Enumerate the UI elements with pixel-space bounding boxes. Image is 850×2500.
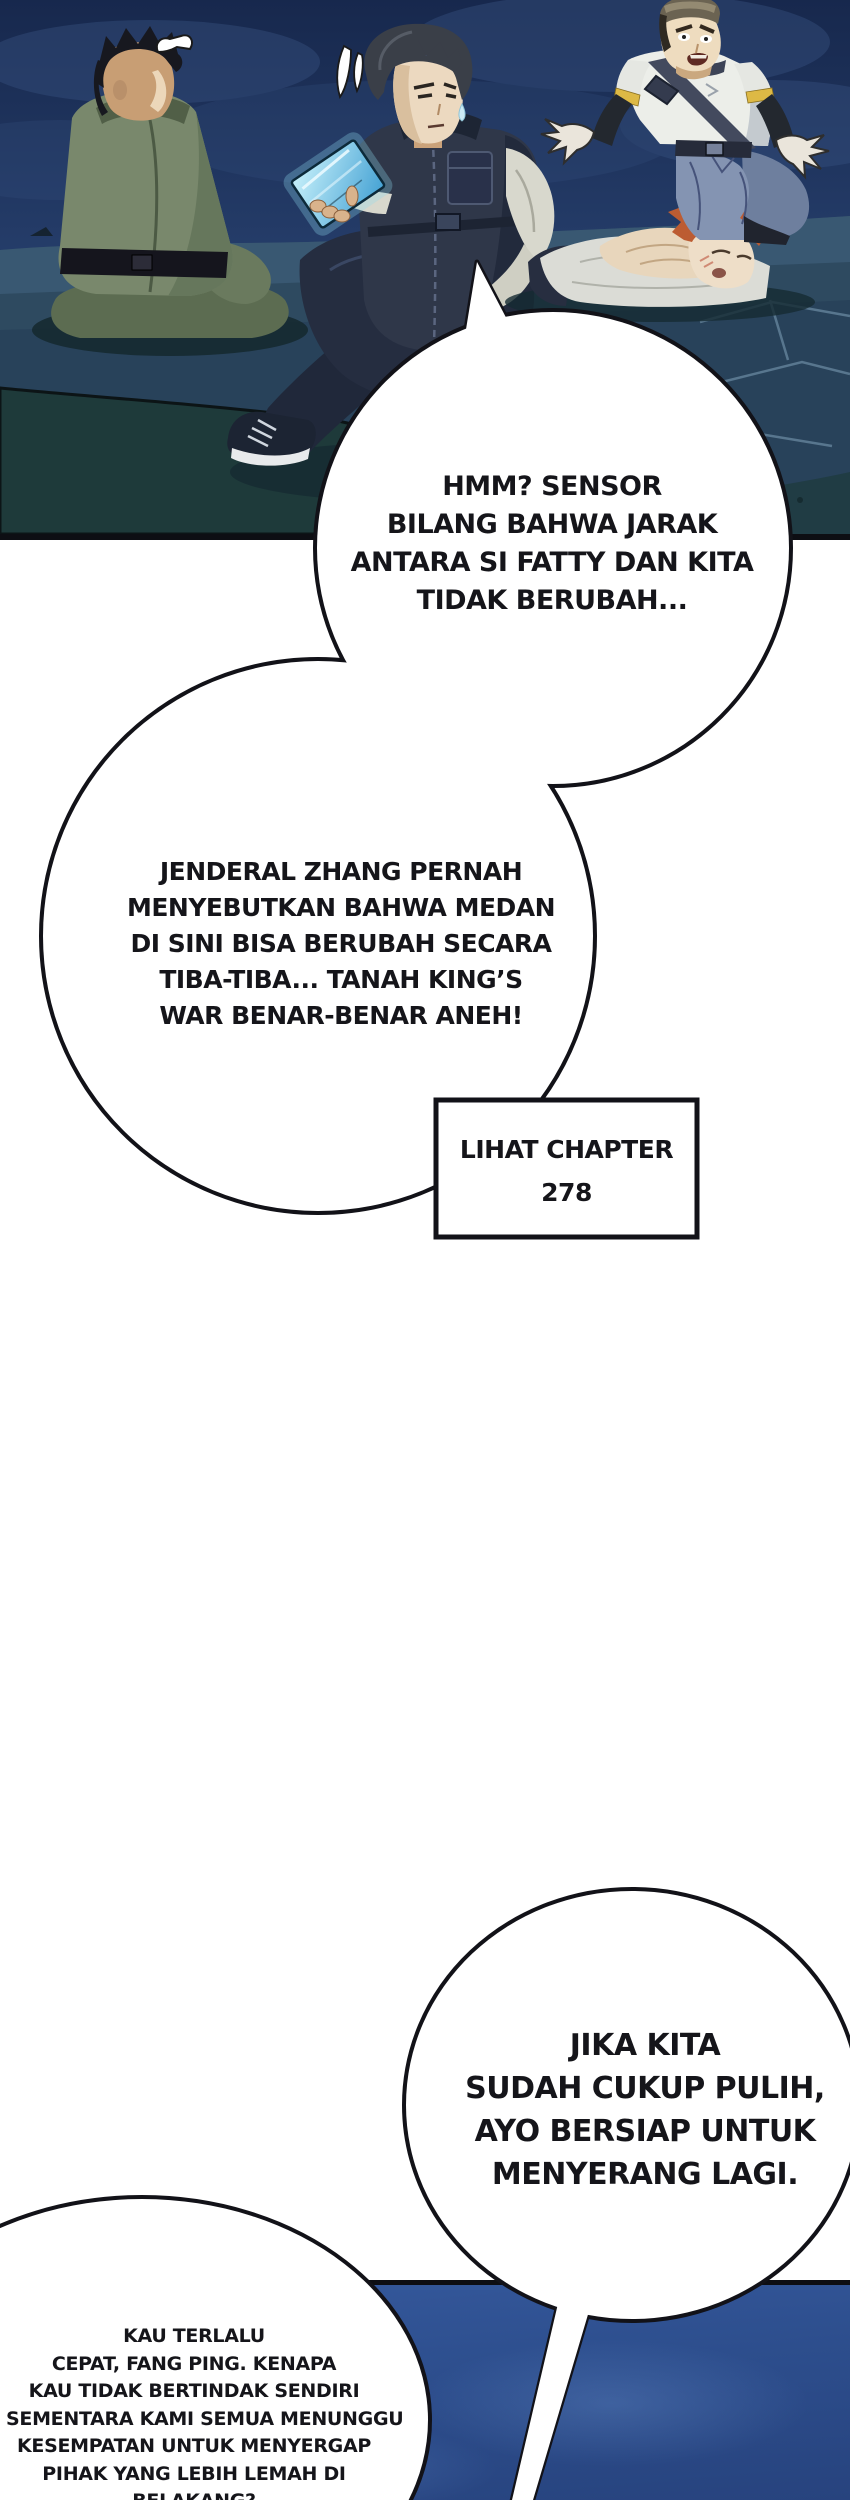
bubble-line: MENYEBUTKAN BAHWA MEDAN xyxy=(126,893,556,922)
stern-face-lines xyxy=(413,82,457,99)
bubble-line: MENYERANG LAGI. xyxy=(491,2157,799,2192)
surprise-dash-mark-icon xyxy=(336,44,364,100)
bubble-line: PIHAK YANG LEBIH LEMAH DI xyxy=(42,2462,346,2485)
gripping-hand xyxy=(309,185,359,223)
bubble-line: ANTARA SI FATTY DAN KITA xyxy=(350,547,754,578)
speech-bubble-3-text: JIKA KITA SUDAH CUKUP PULIH, AYO BERSIAP… xyxy=(415,2024,850,2196)
closed-eyes xyxy=(711,249,752,261)
bubble-line: WAR BENAR-BENAR ANEH! xyxy=(159,1001,523,1030)
sweat-drop xyxy=(458,102,466,122)
bubble-line: KAU TERLALU xyxy=(123,2325,265,2347)
night-scene-art xyxy=(0,0,850,534)
bubble-line: KAU TIDAK BERTINDAK SENDIRI xyxy=(28,2380,360,2402)
bubble-line: CEPAT, FANG PING. KENAPA xyxy=(51,2352,337,2375)
bubble-line: JIKA KITA xyxy=(569,2028,721,2063)
white-shirt-man-figure xyxy=(540,0,830,245)
bubble-line: JENDERAL ZHANG PERNAH xyxy=(159,857,523,886)
chapter-box-text: LIHAT CHAPTER 278 xyxy=(441,1128,692,1214)
bubble-line: KESEMPATAN UNTUK MENYERGAP xyxy=(16,2435,372,2457)
bubble-line: SUDAH CUKUP PULIH, xyxy=(465,2071,825,2106)
bubble-line: SEMENTARA KAMI SEMUA MENUNGGU xyxy=(6,2407,404,2430)
bubble-line: BELAKANG? xyxy=(6,2488,382,2500)
green-soldier-figure xyxy=(32,26,308,356)
bubble-line: BILANG BAHWA JARAK xyxy=(386,509,718,540)
chapter-box-line: 278 xyxy=(541,1178,592,1207)
bubble-line: TIDAK BERUBAH... xyxy=(416,585,688,616)
speech-bubble-4-text: KAU TERLALU CEPAT, FANG PING. KENAPA KAU… xyxy=(6,2323,404,2500)
startle-bone-mark-icon xyxy=(155,34,193,54)
bubble-line: TIBA-TIBA... TANAH KING’S xyxy=(159,965,523,994)
bubble-line: DI SINI BISA BERUBAH SECARA xyxy=(130,929,553,958)
sneaker-laces xyxy=(247,418,277,448)
bubble-line: AYO BERSIAP UNTUK xyxy=(474,2114,816,2149)
angry-brows xyxy=(675,24,715,34)
bubble-line: HMM? SENSOR xyxy=(442,471,662,502)
blush-lines xyxy=(699,255,714,268)
speech-bubble-2-text: JENDERAL ZHANG PERNAH MENYEBUTKAN BAHWA … xyxy=(121,854,561,1034)
top-illustration-panel xyxy=(0,0,850,540)
speech-bubble-1-text: HMM? SENSOR BILANG BAHWA JARAK ANTARA SI… xyxy=(332,468,772,620)
chapter-box-line: LIHAT CHAPTER xyxy=(459,1135,674,1164)
